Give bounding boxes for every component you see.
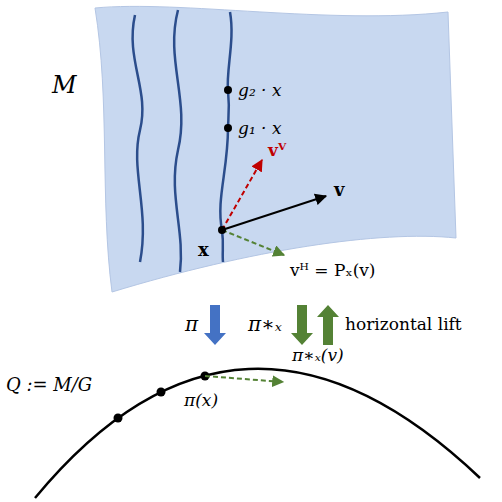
- map-label: horizontal lift: [345, 315, 462, 334]
- projection-arrow: [204, 305, 226, 345]
- manifold-sheet: [95, 6, 456, 292]
- point-label: π(x): [184, 391, 218, 410]
- vector-label: π∗ₓ(v): [292, 346, 344, 365]
- manifold-name: M: [52, 72, 77, 98]
- quotient-name: Q := M/G: [6, 375, 92, 395]
- quotient-point: [114, 414, 123, 423]
- point-label: x: [198, 240, 209, 260]
- base-point: [218, 226, 226, 234]
- quotient-vector: [205, 376, 283, 382]
- lift-arrow: [317, 305, 339, 345]
- vector-label: vⱽ: [268, 141, 286, 160]
- point-label: g₂ · x: [238, 81, 282, 100]
- horizontal-vector: [222, 230, 284, 255]
- point-label: g₁ · x: [238, 119, 282, 138]
- vector-label: vᴴ = Pₓ(v): [290, 261, 376, 280]
- quotient-curve: [35, 369, 480, 498]
- orbit-curve: [220, 12, 231, 262]
- orbit-curve: [174, 10, 181, 272]
- orbit-point: [224, 86, 232, 94]
- map-label: π∗ₓ: [248, 313, 282, 335]
- tangent-vector: [222, 196, 326, 230]
- orbit-curve: [133, 15, 143, 262]
- quotient-point: [157, 388, 166, 397]
- map-label: π: [185, 313, 198, 335]
- vector-label: v: [334, 180, 344, 200]
- pushforward-arrow: [291, 305, 313, 345]
- orbit-point: [224, 124, 232, 132]
